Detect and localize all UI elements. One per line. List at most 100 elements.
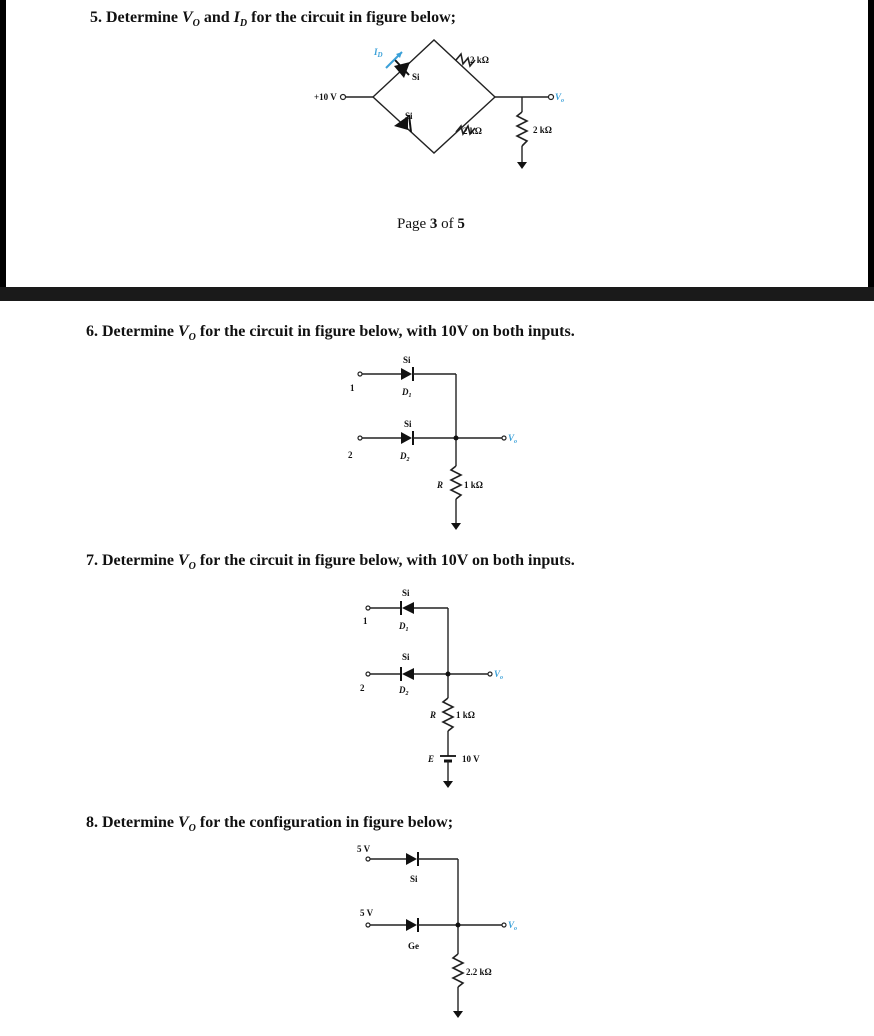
q7-input-1-terminal <box>365 605 371 611</box>
footer-page-number: 3 <box>429 216 438 232</box>
q6-junction-dot <box>453 435 459 441</box>
q7-v-symbol: V <box>177 552 189 569</box>
q8-junction-dot <box>455 922 461 928</box>
q5-source-terminal <box>339 93 347 101</box>
q6-output-terminal <box>501 435 507 441</box>
q5-diode-top <box>394 59 410 78</box>
q5-resistor-load-label: 2 kΩ <box>533 125 552 135</box>
q6-v-symbol: V <box>177 323 189 340</box>
q6-input-1-terminal <box>357 371 363 377</box>
q7-input-1-label: 1 <box>363 616 368 626</box>
q8-diode-2 <box>406 918 419 932</box>
q5-resistor-bottom-label: 2 kΩ <box>463 126 482 136</box>
q7-d1-label: D1 <box>398 621 409 633</box>
q6-d2-label: D2 <box>399 451 410 463</box>
q7-diode-d1 <box>400 601 414 615</box>
q7-input-2-label: 2 <box>360 683 365 693</box>
q7-input-2-terminal <box>365 671 371 677</box>
q8-input-1-voltage: 5 V <box>357 844 371 854</box>
q5-resistor-load <box>515 111 529 147</box>
circuit-diagram-q5: +10 V Si ID Si 2 kΩ 2 kΩ Vo 2 kΩ <box>314 39 564 169</box>
q8-resistor <box>451 953 465 988</box>
q7-v-subscript: O <box>188 561 196 573</box>
q7-output-label: Vo <box>494 669 503 681</box>
q5-prefix: 5. Determine <box>90 9 178 26</box>
q7-prefix: 7. Determine <box>86 552 174 569</box>
circuit-diagram-q8: 5 V Si 5 V Ge Vo 2.2 kΩ <box>357 844 517 1018</box>
q6-d2-type: Si <box>404 419 412 429</box>
q7-suffix: for the circuit in figure below, with 10… <box>199 552 575 569</box>
q8-prefix: 8. Determine <box>86 814 174 831</box>
q6-prefix: 6. Determine <box>86 323 174 340</box>
page-footer: Page 3 of 5 <box>397 216 465 233</box>
q5-v-subscript: O <box>192 18 200 30</box>
q7-resistor-value: 1 kΩ <box>456 710 475 720</box>
q6-input-2-label: 2 <box>348 450 353 460</box>
q6-resistor-value: 1 kΩ <box>464 480 483 490</box>
q7-d2-label: D2 <box>398 685 409 697</box>
q6-resistor-name: R <box>436 480 443 490</box>
circuit-diagram-q7: Si 1 D1 Si 2 D2 Vo R 1 kΩ E 10 <box>360 588 503 788</box>
q6-resistor <box>449 465 463 500</box>
q7-battery-value: 10 V <box>462 754 480 764</box>
q8-resistor-value: 2.2 kΩ <box>466 967 492 977</box>
q8-output-terminal <box>501 922 507 928</box>
question-7-heading: 7. Determine VO for the circuit in figur… <box>86 552 575 572</box>
q5-source-label: +10 V <box>314 92 337 102</box>
q5-resistor-top <box>455 52 476 68</box>
q6-d1-label: D1 <box>401 387 412 399</box>
q8-diode-1 <box>406 852 419 866</box>
q8-input-1-terminal <box>365 856 371 862</box>
q5-resistor-top-label: 2 kΩ <box>470 55 489 65</box>
q7-battery-name: E <box>427 754 434 764</box>
q6-suffix: for the circuit in figure below, with 10… <box>199 323 575 340</box>
q5-v-symbol: V <box>181 9 193 26</box>
q8-v-symbol: V <box>177 814 189 831</box>
q7-diode-d2 <box>400 667 414 681</box>
q5-resistor-bottom <box>455 123 476 137</box>
q8-diode-1-type: Si <box>410 874 418 884</box>
q5-current-label: ID <box>373 47 383 59</box>
q8-input-2-terminal <box>365 922 371 928</box>
question-8-heading: 8. Determine VO for the configuration in… <box>86 814 453 834</box>
q5-output-label: Vo <box>555 92 564 104</box>
q5-diode-bottom <box>394 114 412 133</box>
q5-suffix: for the circuit in figure below; <box>251 9 456 26</box>
question-6-heading: 6. Determine VO for the circuit in figur… <box>86 323 575 343</box>
q8-output-label: Vo <box>508 920 517 932</box>
question-5-heading: 5. Determine VO and ID for the circuit i… <box>90 9 456 29</box>
q6-diode-d1 <box>401 367 414 381</box>
q5-output-terminal <box>547 93 555 101</box>
circuit-diagram-q6: Si 1 D1 Si 2 D2 Vo R 1 kΩ <box>348 355 517 530</box>
footer-of: of <box>441 216 454 232</box>
q7-junction-dot <box>445 671 451 677</box>
q6-d1-type: Si <box>403 355 411 365</box>
q6-input-2-terminal <box>357 435 363 441</box>
footer-total-pages: 5 <box>457 216 465 232</box>
q6-output-label: Vo <box>508 433 517 445</box>
q5-diode-top-label: Si <box>412 72 420 82</box>
page-separator <box>0 287 874 301</box>
q7-d1-type: Si <box>402 588 410 598</box>
q6-diode-d2 <box>401 431 414 445</box>
q6-v-subscript: O <box>188 332 196 344</box>
q5-and: and <box>203 9 230 26</box>
q8-v-subscript: O <box>188 823 196 835</box>
q7-battery-icon <box>440 755 456 763</box>
q6-input-1-label: 1 <box>350 383 355 393</box>
q7-resistor <box>441 697 455 732</box>
q7-ground-icon <box>443 781 453 788</box>
q5-ground-icon <box>517 162 527 169</box>
q5-i-symbol: I <box>233 9 240 26</box>
q7-d2-type: Si <box>402 652 410 662</box>
q7-output-terminal <box>487 671 493 677</box>
q8-ground-icon <box>453 1011 463 1018</box>
q8-diode-2-type: Ge <box>408 941 419 951</box>
q6-ground-icon <box>451 523 461 530</box>
q5-i-subscript: D <box>239 18 248 30</box>
page-4-section: 6. Determine VO for the circuit in figur… <box>0 301 874 1024</box>
q7-resistor-name: R <box>429 710 436 720</box>
q8-input-2-voltage: 5 V <box>360 908 374 918</box>
page-3-bottom-section: 5. Determine VO and ID for the circuit i… <box>0 0 874 287</box>
q8-suffix: for the configuration in figure below; <box>199 814 454 831</box>
